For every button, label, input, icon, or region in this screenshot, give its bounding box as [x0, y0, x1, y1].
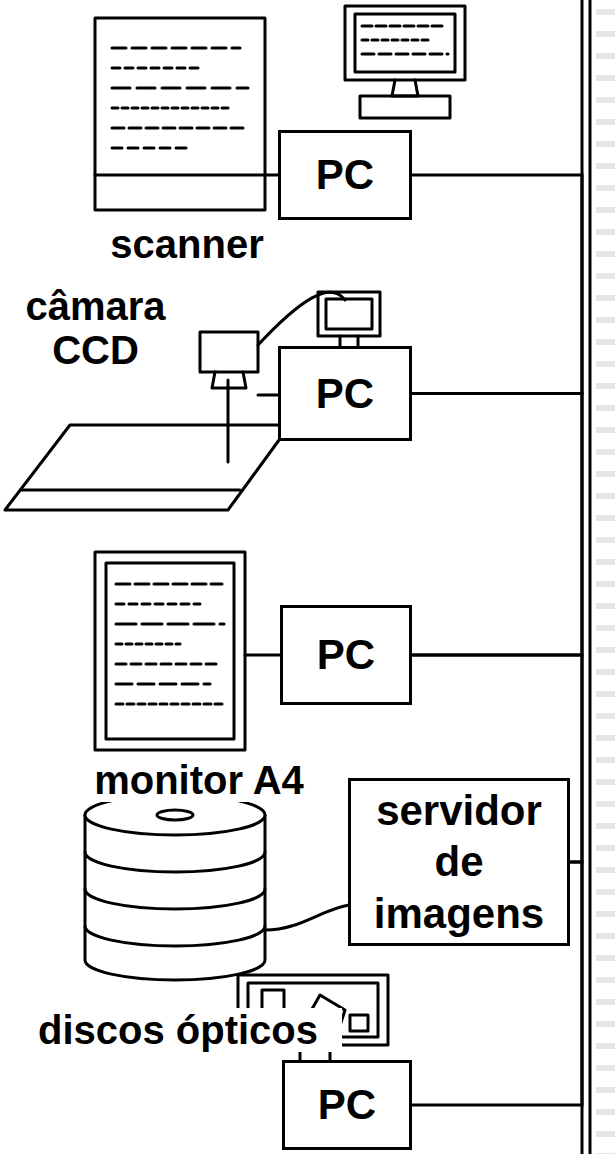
- network-link: [412, 394, 582, 656]
- pc-box: PC: [280, 605, 412, 705]
- pc-monitor-icon: [345, 6, 465, 118]
- pc-monitor-icon: [318, 292, 380, 346]
- a4-monitor-icon: [95, 552, 245, 750]
- optical-disc-stack: [85, 795, 265, 980]
- scanner-icon: [95, 18, 265, 210]
- pc-box: PC: [278, 130, 412, 220]
- device-label: câmara CCD: [4, 284, 187, 372]
- device-label: scanner: [88, 222, 286, 266]
- network-bus: [589, 0, 592, 1154]
- pc-box: PC: [278, 346, 412, 441]
- network-link: [412, 175, 582, 394]
- pc-box: PC: [282, 1060, 412, 1150]
- cable: [258, 394, 279, 397]
- server-box: servidor de imagens: [348, 778, 570, 946]
- device-label: discos ópticos: [14, 1008, 342, 1052]
- cable: [265, 174, 279, 177]
- node-text: PC: [316, 149, 374, 200]
- node-text: PC: [316, 368, 374, 419]
- node-text: servidor de imagens: [351, 785, 567, 939]
- faded-print: [596, 0, 615, 1154]
- node-text: PC: [317, 629, 375, 680]
- node-text: PC: [318, 1079, 376, 1130]
- cable: [265, 905, 349, 930]
- device-label: monitor A4: [70, 758, 328, 802]
- cable: [245, 654, 281, 657]
